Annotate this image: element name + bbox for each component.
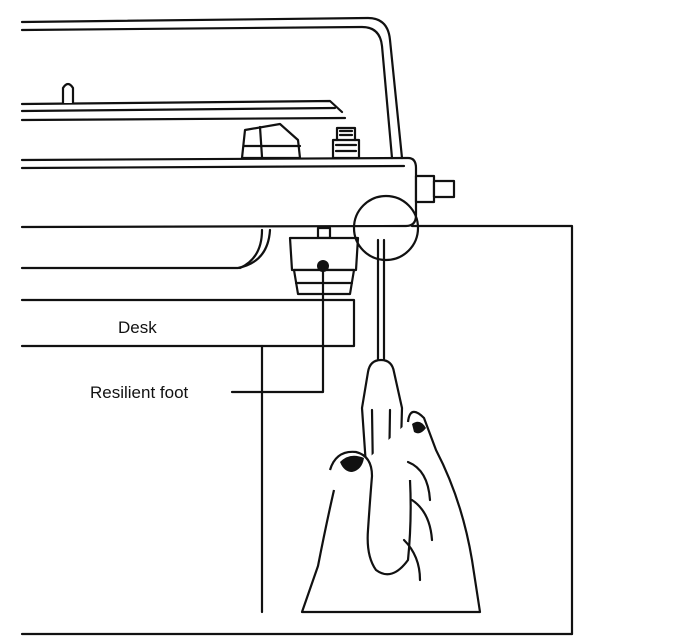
inset-panel-outline [410, 224, 574, 636]
adjustment-point-circle [352, 194, 420, 262]
resilient-foot-label: Resilient foot [90, 383, 189, 402]
control-knob [240, 122, 302, 160]
platter [20, 99, 347, 122]
desk [20, 298, 356, 614]
desk-label: Desk [118, 318, 157, 337]
lower-housing [20, 228, 272, 270]
player-plinth [20, 156, 456, 229]
spindle-pin [61, 82, 75, 103]
hand [300, 410, 482, 614]
dust-cover [20, 16, 404, 160]
resilient-foot-leader [230, 264, 325, 394]
ribbed-knob [331, 126, 361, 160]
